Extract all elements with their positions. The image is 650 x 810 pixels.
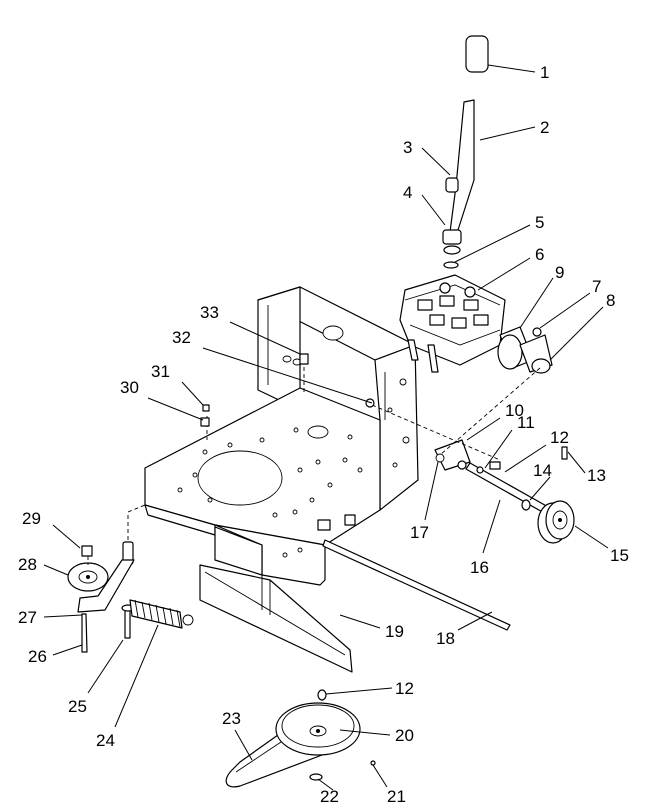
callout-9: 9 xyxy=(555,263,564,282)
callout-25: 25 xyxy=(68,697,87,716)
callout-8: 8 xyxy=(606,291,615,310)
callout-23: 23 xyxy=(222,709,241,728)
transmission-housing xyxy=(399,274,506,373)
callout-12: 12 xyxy=(550,428,569,447)
callout-10: 10 xyxy=(505,401,524,420)
main-frame xyxy=(144,286,419,586)
callout-12-lower: 12 xyxy=(395,679,414,698)
callout-16: 16 xyxy=(470,558,489,577)
callout-18: 18 xyxy=(436,629,455,648)
bushing xyxy=(497,326,553,374)
drive-pulley xyxy=(537,500,575,544)
callout-33: 33 xyxy=(200,303,219,322)
axle-shaft xyxy=(434,439,568,515)
callout-29: 29 xyxy=(22,509,41,528)
callout-27: 27 xyxy=(18,608,37,627)
callout-7: 7 xyxy=(592,277,601,296)
callout-24: 24 xyxy=(96,731,115,750)
callout-20: 20 xyxy=(395,726,414,745)
callout-2: 2 xyxy=(540,118,549,137)
callout-14: 14 xyxy=(533,461,552,480)
callout-21: 21 xyxy=(387,787,406,806)
callout-6: 6 xyxy=(535,245,544,264)
control-rod xyxy=(322,539,511,631)
callout-15: 15 xyxy=(610,546,629,565)
callout-31: 31 xyxy=(151,362,170,381)
shift-lever xyxy=(442,35,489,269)
callout-1: 1 xyxy=(540,63,549,82)
callout-28: 28 xyxy=(18,555,37,574)
leader-lines xyxy=(43,64,609,791)
callout-3: 3 xyxy=(403,138,412,157)
callout-22: 22 xyxy=(320,787,339,806)
idler-arm xyxy=(67,541,135,653)
callout-26: 26 xyxy=(28,647,47,666)
lower-skirt-plate xyxy=(199,526,353,673)
callout-30: 30 xyxy=(120,378,139,397)
callout-32: 32 xyxy=(172,328,191,347)
callout-11: 11 xyxy=(517,413,535,432)
callout-5: 5 xyxy=(535,213,544,232)
drive-belt xyxy=(225,702,361,788)
callout-19: 19 xyxy=(385,622,404,641)
callout-17: 17 xyxy=(410,523,429,542)
callout-13: 13 xyxy=(587,466,606,485)
tension-spring xyxy=(129,599,194,629)
hardware xyxy=(200,353,376,781)
callout-4: 4 xyxy=(403,183,412,202)
callout-labels: 1 2 3 4 5 6 9 7 8 33 32 31 30 10 11 12 1… xyxy=(18,63,629,806)
